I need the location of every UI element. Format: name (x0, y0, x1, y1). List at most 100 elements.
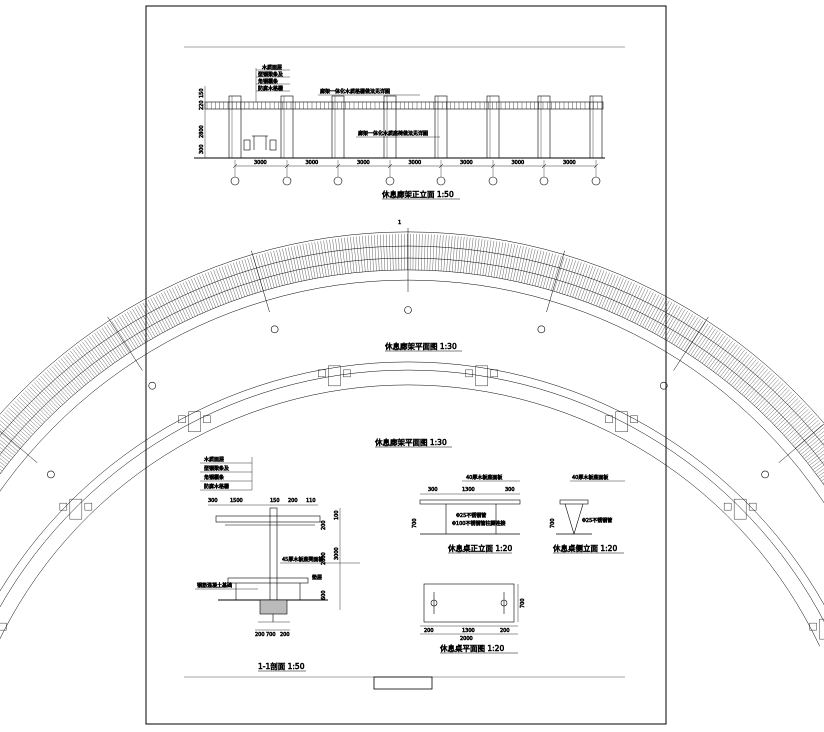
roof-slat (164, 292, 180, 324)
roof-slat (47, 370, 71, 397)
roof-slat (449, 236, 452, 272)
bench-front-height: 700 (412, 518, 418, 528)
section-right-dim-3: 2800 (321, 552, 327, 565)
section-ground-note: 垫层 (312, 574, 322, 581)
roof-slat (722, 350, 744, 378)
floor-plan-caption: 休息廊架平面图 1:30 (375, 437, 447, 447)
roof-slat (191, 279, 205, 312)
floor-seat (724, 503, 731, 510)
roof-slat (377, 235, 379, 271)
columns (229, 96, 602, 158)
roof-slat (175, 286, 190, 319)
roof-slat (356, 236, 359, 272)
roof-slat (744, 369, 768, 396)
roof-slat (625, 286, 640, 319)
roof-slat (41, 376, 65, 403)
roof-plan-body (0, 228, 824, 592)
layer-note-3: 角钢檩条 (258, 78, 278, 85)
bay-dim-label: 3000 (563, 160, 576, 166)
section-note-1: 木质面层 (204, 456, 224, 463)
bench-front-leg-note-1: Φ25不锈钢管 (456, 512, 486, 519)
roof-slat (570, 262, 581, 296)
roof-grid-bubble (762, 471, 769, 478)
roof-slat (386, 234, 387, 270)
roof-slat (510, 245, 517, 280)
roof-slat (788, 416, 815, 440)
roof-slat (546, 254, 556, 289)
roof-slat (389, 234, 390, 270)
grid-bubble (334, 177, 342, 185)
roof-slat (321, 241, 327, 277)
floor-seat (749, 503, 756, 510)
bay-dim-label: 3000 (409, 160, 422, 166)
roof-slat (565, 260, 576, 294)
floor-seat (0, 623, 6, 630)
column (590, 96, 602, 158)
roof-slat (250, 257, 260, 291)
column (229, 96, 241, 158)
roof-slat (172, 288, 188, 320)
bay-dim-label: 3000 (306, 160, 319, 166)
roof-slats (207, 102, 598, 109)
roof-slat (145, 301, 162, 333)
roof-slat (632, 290, 648, 322)
bay-dim-label: 3000 (460, 160, 473, 166)
roof-slat (362, 236, 365, 272)
roof-slat (365, 236, 368, 272)
bench-plan-side-dim: 700 (520, 598, 526, 608)
floor-bench (616, 412, 628, 432)
roof-slat (519, 247, 527, 282)
callout-top: 廊架一体化木质格栅做法见详图 (320, 88, 390, 95)
column (487, 96, 499, 158)
roof-slat (735, 361, 758, 389)
sheet-frame (146, 6, 666, 724)
height-dim-4: 300 (199, 144, 205, 154)
roof-plan-caption: 休息廊架平面图 1:30 (385, 341, 457, 351)
column (435, 96, 447, 158)
roof-slat (188, 280, 202, 313)
roof-slat (588, 269, 601, 303)
bench-plan-dim-3: 200 (500, 628, 510, 634)
roof-slat (52, 366, 75, 393)
section-right-dim-4: 3000 (334, 547, 340, 560)
roof-slat (63, 357, 86, 385)
front-elevation-caption: 休息廊架正立面 1:50 (382, 189, 454, 199)
roof-slat (452, 236, 455, 272)
section-bench-note: 钢筋混凝土基础 (197, 582, 232, 589)
roof-slat (2, 414, 29, 438)
bench-side-leg-note: Φ25不锈钢管 (582, 517, 612, 524)
roof-slat (0, 433, 15, 456)
bench-plan-outline (424, 584, 514, 622)
roof-slat (562, 259, 573, 293)
section-note-4: 防腐木格栅 (204, 483, 229, 490)
layer-note-4: 防腐木格栅 (258, 85, 283, 92)
bay-dim-label: 3000 (254, 160, 267, 166)
roof-slat (461, 237, 465, 273)
bench-front-dim-1: 300 (428, 487, 438, 493)
section-footing (260, 600, 287, 614)
roof-grid-bubble (538, 326, 545, 333)
roof-slat (508, 245, 515, 280)
roof-slat (265, 253, 274, 288)
roof-slat (236, 262, 247, 296)
roof-slat (627, 287, 642, 320)
roof-slat (148, 300, 165, 332)
roof-slat (140, 304, 158, 335)
roof-slat (383, 235, 385, 271)
roof-slat (77, 345, 99, 374)
roof-slat (291, 247, 299, 282)
roof-slat (161, 293, 177, 325)
floor-plan-body (0, 362, 824, 646)
bench-front-leg-note-2: Φ100不锈钢管柱脚连接 (452, 520, 505, 527)
bench-front-elevation: 300 1300 300 40厚木板座面板 700 Φ25不锈钢管 Φ100不锈… (412, 474, 520, 553)
roof-slat (169, 289, 185, 321)
roof-slat (239, 261, 250, 295)
floor-bench (188, 412, 200, 432)
bay-dim-label: 3000 (357, 160, 370, 166)
roof-slat (474, 239, 479, 275)
roof-slat (748, 373, 772, 400)
section-top-dim-3: 150 (270, 498, 280, 504)
roof-slat (359, 236, 362, 272)
height-dim-2: 220 (199, 100, 205, 110)
grid-bubble (592, 177, 600, 185)
